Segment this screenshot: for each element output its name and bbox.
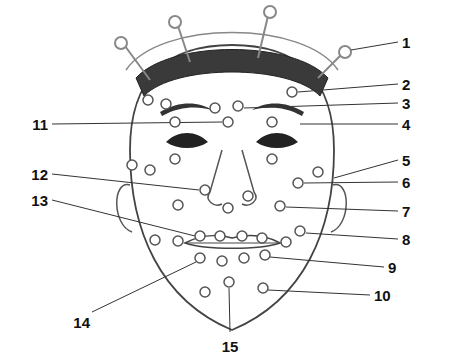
callout-number: 14 <box>73 315 90 330</box>
callout-number: 3 <box>402 96 410 111</box>
ear <box>117 185 132 232</box>
acupoints <box>127 87 323 297</box>
eye <box>256 133 298 148</box>
callout-number: 7 <box>402 204 410 219</box>
callout-number: 8 <box>402 232 410 247</box>
callout-number: 11 <box>32 117 48 132</box>
callout-number: 9 <box>388 260 396 275</box>
callout-number: 1 <box>402 35 410 50</box>
eyebrow <box>252 104 304 117</box>
callout-number: 10 <box>374 288 391 303</box>
electrode-pins <box>115 6 351 80</box>
leader-lines <box>52 42 398 332</box>
callout-number: 2 <box>402 77 410 92</box>
callout-number: 13 <box>31 193 48 208</box>
eye <box>166 133 208 148</box>
callout-number: 5 <box>402 153 410 168</box>
nose <box>208 150 256 205</box>
callout-number: 12 <box>31 167 48 182</box>
callout-number: 15 <box>222 339 239 354</box>
callout-number: 6 <box>402 175 410 190</box>
face-outline <box>130 45 334 330</box>
callout-number: 4 <box>402 117 410 132</box>
mouth <box>185 243 280 244</box>
headband <box>136 50 328 97</box>
headband-wire <box>126 33 338 71</box>
